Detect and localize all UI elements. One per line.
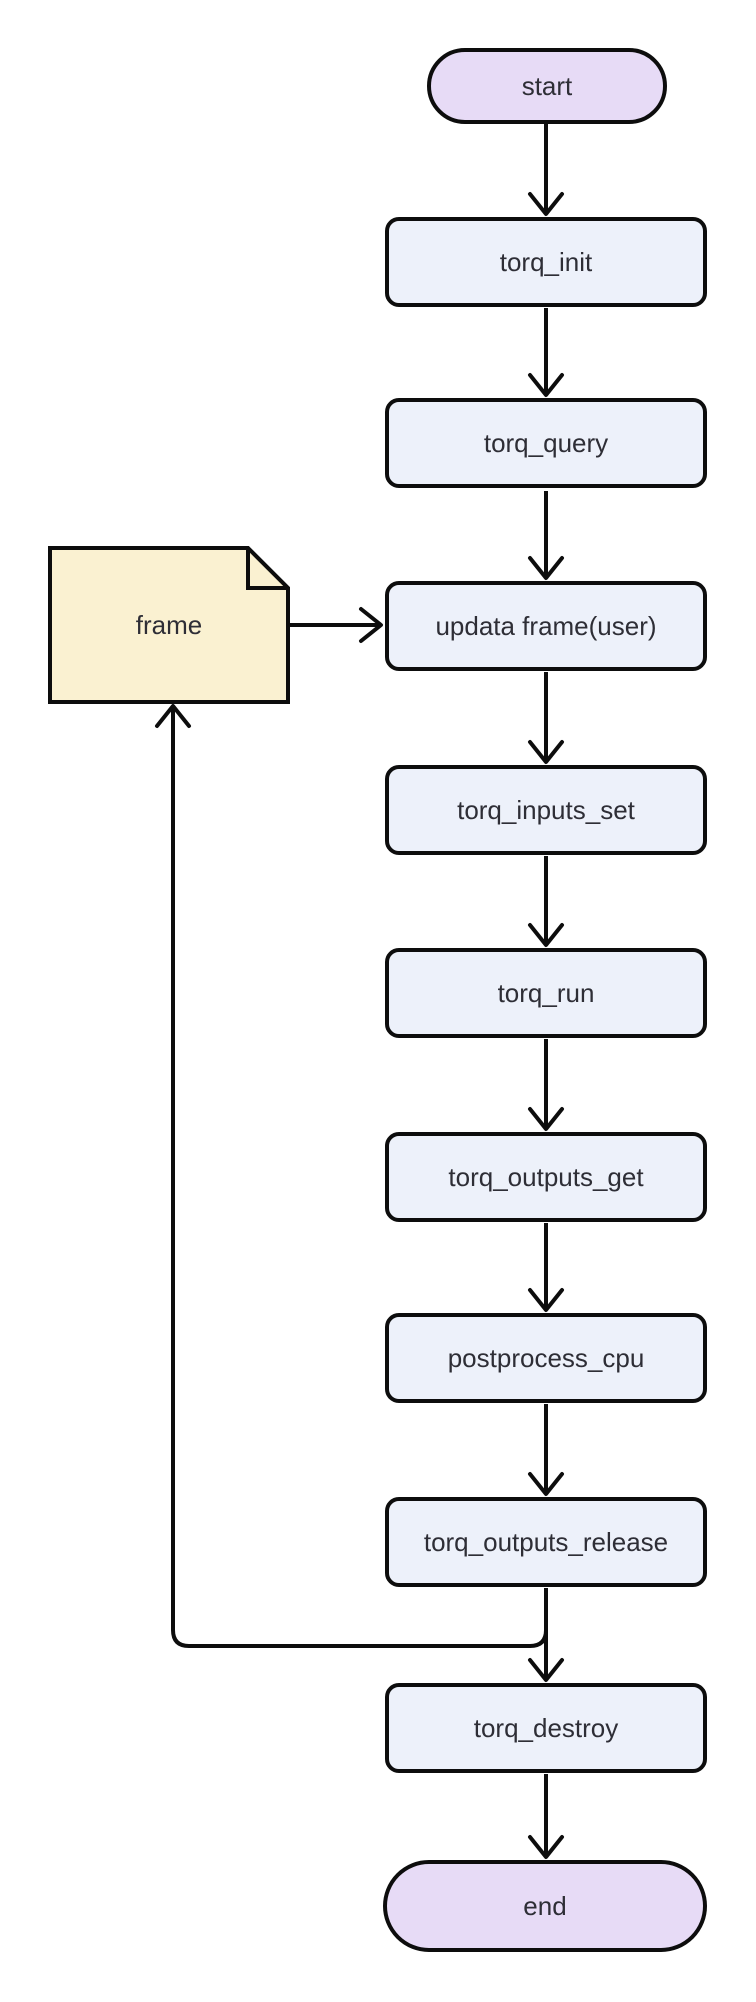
edge-start-to-torq_init [528, 124, 564, 216]
edge-torq_query-to-update_frame [528, 491, 564, 580]
node-torq-outputs-get-label: torq_outputs_get [448, 1161, 644, 1192]
node-update-frame: updata frame(user) [385, 581, 707, 671]
edge-frame-to-update_frame [289, 607, 383, 643]
arrowhead-down-icon [528, 1835, 564, 1859]
edge-torq_outputs_release-to-frame [155, 704, 548, 1648]
arrowhead-down-icon [528, 1288, 564, 1312]
edge-postprocess_cpu-to-torq_outputs_release [528, 1404, 564, 1496]
edge-update_frame-to-torq_inputs_set [528, 672, 564, 764]
note-frame-shape [48, 546, 290, 704]
node-end: end [383, 1860, 707, 1952]
node-torq-run-label: torq_run [497, 977, 595, 1008]
node-postprocess-cpu: postprocess_cpu [385, 1313, 707, 1403]
edge-torq_run-to-torq_outputs_get [528, 1039, 564, 1131]
edge-torq_destroy-to-end [528, 1774, 564, 1859]
node-start-label: start [521, 70, 573, 101]
arrowhead-down-icon [528, 923, 564, 947]
arrowhead-right-icon [359, 607, 383, 643]
node-torq-inputs-set: torq_inputs_set [385, 765, 707, 855]
node-torq-destroy: torq_destroy [385, 1683, 707, 1773]
node-update-frame-label: updata frame(user) [435, 610, 657, 641]
node-torq-query: torq_query [385, 398, 707, 488]
node-torq-query-label: torq_query [483, 427, 609, 458]
arrowhead-down-icon [528, 192, 564, 216]
arrowhead-down-icon [528, 1472, 564, 1496]
note-paper-icon [48, 546, 290, 704]
node-torq-destroy-label: torq_destroy [473, 1712, 619, 1743]
node-postprocess-cpu-label: postprocess_cpu [447, 1342, 645, 1373]
note-frame-label-box: frame [50, 548, 288, 702]
node-torq-init: torq_init [385, 217, 707, 307]
arrowhead-down-icon [528, 1658, 564, 1682]
edge-torq_inputs_set-to-torq_run [528, 856, 564, 947]
arrowhead-down-icon [528, 556, 564, 580]
note-frame-label: frame [135, 609, 203, 640]
node-torq-run: torq_run [385, 948, 707, 1038]
arrowhead-down-icon [528, 740, 564, 764]
node-torq-inputs-set-label: torq_inputs_set [457, 794, 635, 825]
note-folded-corner-icon [246, 548, 288, 590]
node-end-label: end [523, 1890, 567, 1921]
node-torq-outputs-release-label: torq_outputs_release [423, 1526, 669, 1557]
arrowhead-up-icon [155, 704, 191, 728]
arrowhead-down-icon [528, 373, 564, 397]
node-torq-outputs-release: torq_outputs_release [385, 1497, 707, 1587]
edge-torq_init-to-torq_query [528, 308, 564, 397]
node-start: start [427, 48, 667, 124]
node-torq-init-label: torq_init [499, 246, 593, 277]
arrowhead-down-icon [528, 1107, 564, 1131]
node-torq-outputs-get: torq_outputs_get [385, 1132, 707, 1222]
edge-torq_outputs_get-to-postprocess_cpu [528, 1223, 564, 1312]
